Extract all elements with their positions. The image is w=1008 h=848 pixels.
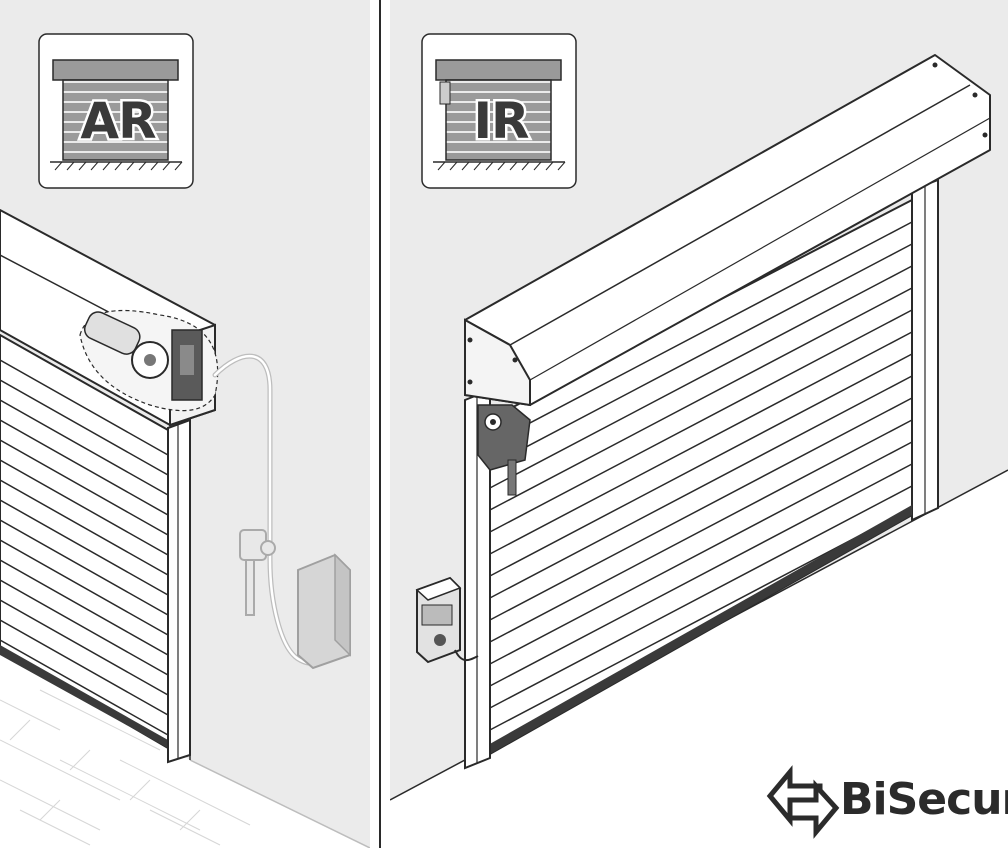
ar-door-slats (0, 359, 169, 736)
right-panel-ir: IR BiSecur (390, 0, 1008, 848)
ar-badge-label: AR (80, 92, 156, 150)
ir-housing (464, 54, 991, 407)
ar-badge: AR (38, 33, 194, 189)
right-floor (390, 470, 1008, 848)
ar-control-box (297, 553, 351, 670)
ar-side-rail (167, 418, 191, 764)
paving-pattern (0, 689, 251, 846)
ir-motor (477, 404, 531, 496)
bisecur-logo: BiSecur (766, 765, 1008, 839)
ar-release-handle (239, 529, 276, 616)
ir-door-slats (487, 221, 913, 732)
ir-control-box (415, 576, 479, 664)
ir-badge: IR (421, 33, 577, 189)
left-floor (0, 640, 370, 848)
ir-badge-label: IR (473, 92, 529, 150)
ar-motor-detail (79, 309, 219, 412)
left-panel-ar: AR (0, 0, 370, 848)
bisecur-arrows-icon (766, 765, 840, 839)
brand-name: BiSecur (840, 774, 1008, 825)
